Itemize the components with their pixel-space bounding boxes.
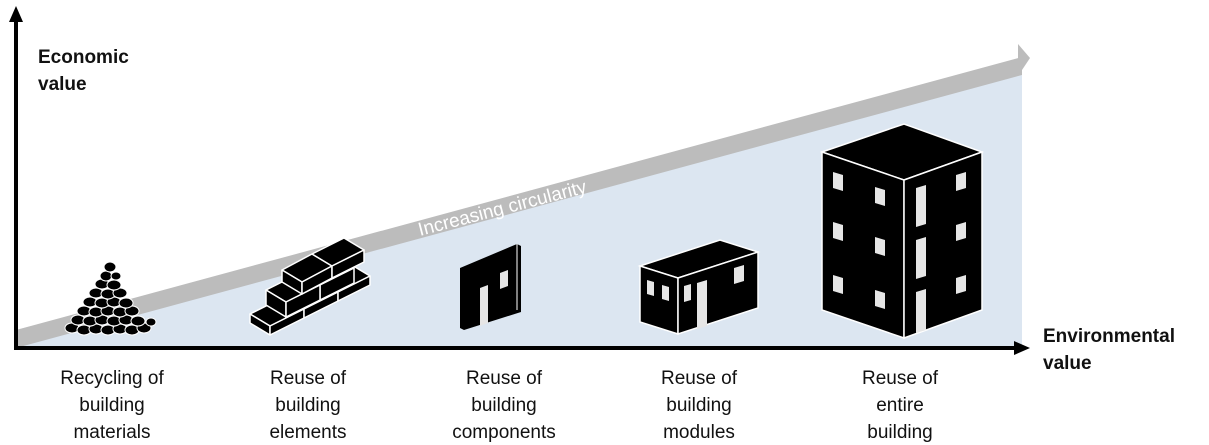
category-label-reuse-modules: Reuse of building modules	[660, 368, 738, 443]
y-axis-label: Economic value	[38, 47, 129, 95]
category-label-reuse-elements: Reuse of building elements	[269, 368, 347, 443]
y-axis-arrowhead	[9, 6, 23, 22]
category-label-reuse-components: Reuse of building components	[452, 368, 556, 443]
x-axis-label: Environmental value	[1043, 326, 1175, 374]
wall-panel-icon	[460, 244, 521, 330]
circularity-band	[16, 57, 1022, 348]
category-label-reuse-building: Reuse of entire building	[861, 368, 939, 443]
x-axis-arrowhead	[1014, 341, 1030, 355]
rubble-pile-icon	[64, 261, 157, 336]
bricks-icon	[249, 237, 371, 336]
building-icon	[819, 123, 985, 340]
building-module-icon	[637, 239, 761, 336]
band-arrow-tip	[1018, 44, 1030, 76]
category-label-recycling-materials: Recycling of building materials	[60, 368, 164, 443]
